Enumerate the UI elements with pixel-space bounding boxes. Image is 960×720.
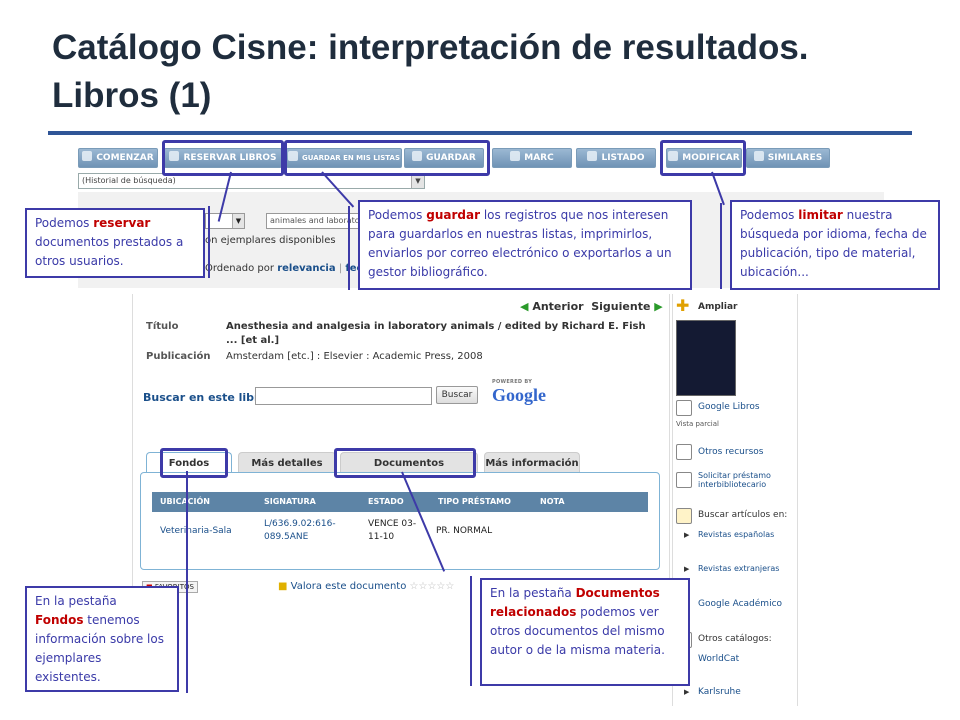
column-header-estado: ESTADO (368, 497, 404, 506)
triangle-bullet-icon: ▶ (684, 565, 690, 573)
sort-date-link[interactable]: fec (345, 263, 363, 274)
similares-button[interactable]: SIMILARES (746, 148, 830, 168)
folder-icon: ■ (278, 581, 288, 592)
holding-status: VENCE 03-11-10 (368, 519, 417, 542)
previous-link[interactable]: Anterior (532, 300, 584, 313)
publication-label: Publicación (146, 351, 211, 362)
book-cover-image[interactable] (676, 320, 736, 396)
slide-title-line-2: Libros (1) (52, 76, 212, 115)
highlight-modificar (660, 140, 746, 176)
triangle-bullet-icon: ▶ (684, 531, 690, 539)
connector-limitar-vertical (720, 203, 722, 289)
slide-title-line-1: Catálogo Cisne: interpretación de result… (52, 28, 809, 67)
catalog-link-karlsruhe[interactable]: Karlsruhe (698, 687, 741, 697)
tab-mas-informacion[interactable]: Más información (484, 452, 580, 475)
holding-loan-type: PR. NORMAL (436, 526, 493, 536)
ampliar-label: Ampliar (698, 302, 738, 312)
plus-icon: ✚ (676, 296, 690, 315)
modificar-button[interactable]: MODIFICAR (666, 148, 742, 168)
holdings-table-header: UBICACIÓN SIGNATURA ESTADO TIPO PRÉSTAMO… (152, 492, 648, 512)
google-icon (676, 400, 692, 416)
highlight-reservar (162, 140, 284, 176)
column-header-ubicacion: UBICACIÓN (160, 497, 210, 506)
publication-value: Amsterdam [etc.] : Elsevier : Academic P… (226, 351, 483, 362)
search-articles-label: Buscar artículos en: (698, 510, 788, 520)
other-catalogs-label: Otros catálogos: (698, 634, 772, 644)
triangle-bullet-icon: ▶ (684, 688, 690, 696)
connector-guardar-vertical (348, 206, 350, 290)
users-icon (753, 151, 764, 161)
google-logo: POWERED BY Google (492, 379, 546, 405)
table-row: Veterinaria-Sala L/636.9.02:616-089.5ANE… (152, 516, 648, 552)
books-icon (169, 151, 180, 161)
search-in-book-button[interactable]: Buscar (436, 386, 478, 404)
slide-title: Catálogo Cisne: interpretación de result… (52, 24, 932, 120)
google-books-link[interactable]: Google Libros (698, 402, 760, 412)
highlight-guardar (284, 140, 490, 176)
rating-stars[interactable]: ☆☆☆☆☆ (409, 581, 455, 592)
record-navigation: ◀ Anterior Siguiente ▶ (520, 300, 663, 313)
partial-view-label: Vista parcial (676, 420, 719, 428)
article-link-revistas-extranjeras[interactable]: Revistas extranjeras (698, 564, 780, 573)
opac-toolbar: COMENZAR RESERVAR LIBROS GUARDAR EN MIS … (78, 148, 884, 168)
article-link-revistas-espanolas[interactable]: Revistas españolas (698, 530, 775, 539)
callout-guardar: Podemos guardar los registros que nos in… (358, 200, 692, 290)
connector-fondos (186, 471, 188, 693)
arrow-right-icon: ▶ (654, 300, 663, 313)
search-in-book-input[interactable] (255, 387, 432, 405)
check-icon (412, 151, 423, 161)
title-value: Anesthesia and analgesia in laboratory a… (226, 321, 646, 346)
callout-fondos: En la pestaña Fondos tenemos información… (25, 586, 179, 692)
search-in-book-label: Buscar en este libro: (143, 391, 272, 404)
column-header-tipo-prestamo: TIPO PRÉSTAMO (438, 497, 511, 506)
listado-button[interactable]: LISTADO (576, 148, 656, 168)
callout-relacionados: En la pestaña Documentos relacionados po… (480, 578, 690, 686)
sort-relevance-link[interactable]: relevancia (277, 263, 336, 274)
sort-order: Ordenado por relevancia | fec (205, 263, 363, 274)
title-divider (48, 131, 912, 135)
home-icon (82, 151, 93, 161)
connector-reservar-vertical (208, 206, 210, 278)
user-icon (668, 151, 679, 161)
available-copies-filter[interactable]: on ejemplares disponibles (205, 235, 336, 246)
guardar-button[interactable]: GUARDAR (404, 148, 484, 168)
google-wordmark: Google (492, 385, 546, 405)
document-icon (676, 508, 692, 524)
title-label: Título (146, 321, 179, 332)
column-header-signatura: SIGNATURA (264, 497, 316, 506)
connector-relacionados-vertical (470, 576, 472, 686)
resources-icon (676, 444, 692, 460)
library-icon (676, 472, 692, 488)
reservar-libros-button[interactable]: RESERVAR LIBROS (164, 148, 282, 168)
list-icon (288, 151, 298, 161)
marc-button[interactable]: MARC (492, 148, 572, 168)
next-link[interactable]: Siguiente (591, 300, 651, 313)
holding-location[interactable]: Veterinaria-Sala (160, 526, 232, 536)
column-header-nota: NOTA (540, 497, 565, 506)
document-icon (510, 151, 521, 161)
other-resources-link[interactable]: Otros recursos (698, 447, 764, 457)
catalog-link-worldcat[interactable]: WorldCat (698, 654, 740, 664)
arrow-left-icon: ◀ (520, 300, 529, 313)
list-icon (587, 151, 598, 161)
callout-limitar: Podemos limitar nuestra búsqueda por idi… (730, 200, 940, 290)
search-type-select[interactable]: ▼ (205, 213, 245, 229)
comenzar-button[interactable]: COMENZAR (78, 148, 158, 168)
article-link-google-academico[interactable]: Google Académico (698, 599, 783, 609)
rate-document-link[interactable]: ■ Valora este documento ☆☆☆☆☆ (278, 581, 455, 592)
highlight-tab-relacionados (334, 448, 476, 478)
tab-fondos[interactable]: Fondos (146, 452, 232, 475)
holdings-panel (140, 472, 660, 570)
search-terms-input[interactable]: animales and laborato (266, 213, 363, 229)
holding-signature: L/636.9.02:616-089.5ANE (264, 519, 336, 542)
callout-reservar: Podemos reservar documentos prestados a … (25, 208, 205, 278)
highlight-tab-fondos (160, 448, 228, 478)
chevron-down-icon: ▼ (411, 174, 424, 188)
chevron-down-icon: ▼ (232, 214, 244, 228)
